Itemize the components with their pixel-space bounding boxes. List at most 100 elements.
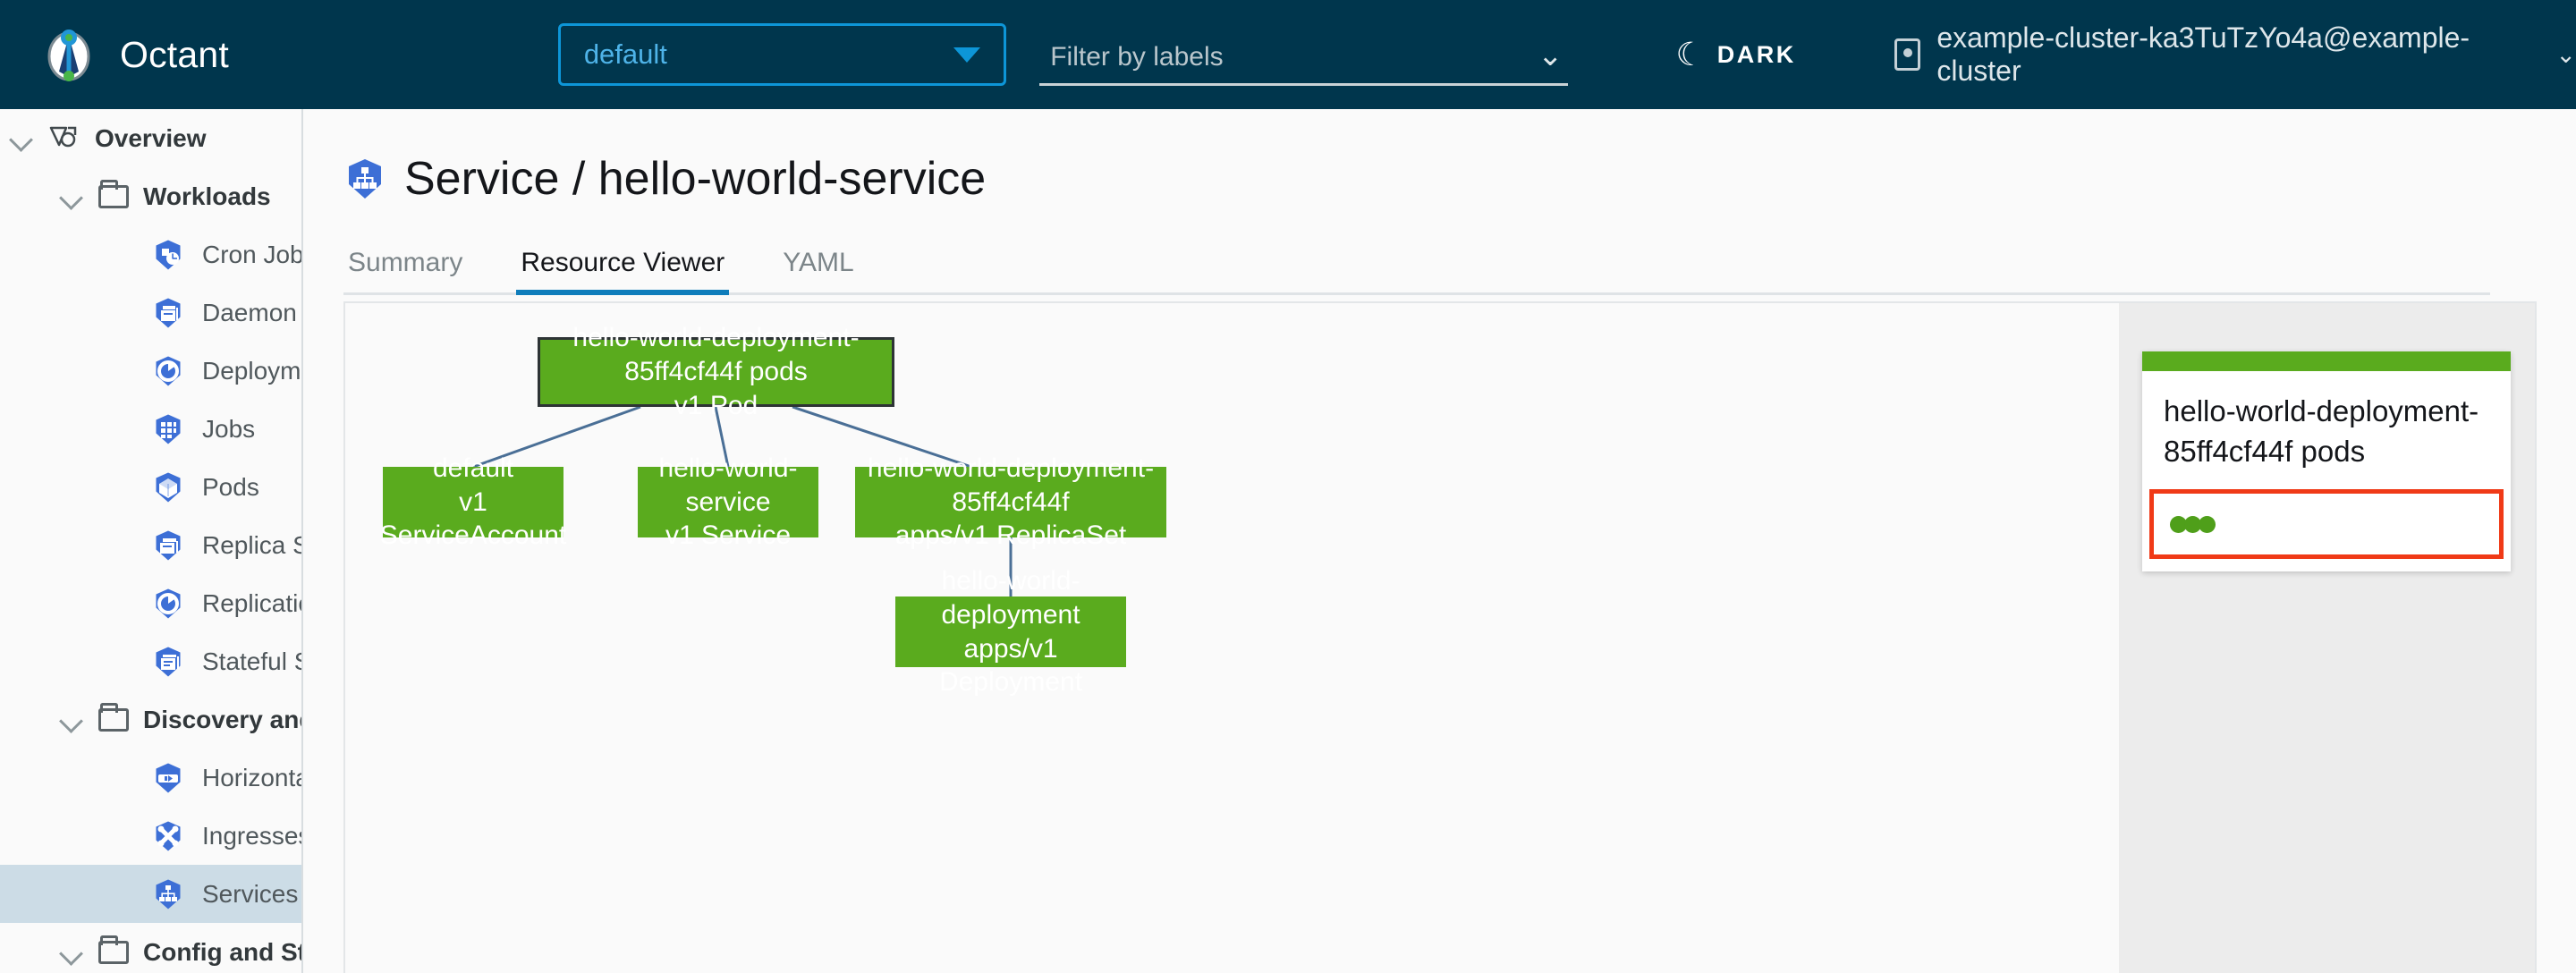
tab-resource-viewer[interactable]: Resource Viewer xyxy=(516,248,730,295)
sidebar-item-jobs[interactable]: Jobs xyxy=(0,400,301,458)
sidebar-item-label: Replication Controllers xyxy=(202,588,301,617)
graph-node-kind: v1 Pod xyxy=(674,390,758,420)
sidebar-item-label: Cron Jobs xyxy=(202,240,303,268)
graph-node-name: default xyxy=(432,453,514,483)
k8s-ingress-icon xyxy=(152,820,184,852)
status-dot[interactable] xyxy=(2170,515,2187,533)
k8s-service-icon xyxy=(343,157,386,200)
brand-name: Octant xyxy=(120,33,229,75)
k8s-deployment-icon xyxy=(152,355,184,387)
overview-icon xyxy=(48,125,80,152)
k8s-job-icon xyxy=(152,413,184,445)
chevron-down-icon[interactable] xyxy=(59,183,86,210)
k8s-hpa-icon xyxy=(152,762,184,794)
sidebar-item-label: Workloads xyxy=(143,182,271,210)
sidebar-item-stateful-sets[interactable]: Stateful Sets xyxy=(0,632,301,690)
main-content: Service / hello-world-service Summary Res… xyxy=(303,109,2576,973)
sidebar-item-label: Stateful Sets xyxy=(202,647,301,675)
chevron-down-icon: ⌄ xyxy=(2555,40,2576,68)
sidebar-item-label: Ingresses xyxy=(202,821,303,850)
detail-card-accent-bar xyxy=(2142,351,2511,371)
detail-card[interactable]: hello-world-deployment-85ff4cf44f pods xyxy=(2142,351,2511,572)
sidebar-item-label: Horizontal Pod Autoscalers xyxy=(202,763,301,791)
sidebar-item-workloads[interactable]: Workloads xyxy=(0,167,301,225)
top-bar: Octant default Filter by labels ⌄ ☾ DARK… xyxy=(0,0,2576,109)
k8s-cronjob-icon xyxy=(152,239,184,271)
tab-yaml[interactable]: YAML xyxy=(783,248,854,277)
sidebar-item-label: Discovery and Load Balancing xyxy=(143,705,301,733)
sidebar-item-cron-jobs[interactable]: Cron Jobs xyxy=(0,225,301,283)
cluster-name: example-cluster-ka3TuTzYo4a@example-clus… xyxy=(1936,21,2470,87)
sidebar-item-label: Jobs xyxy=(202,414,256,443)
graph-edges xyxy=(472,405,1013,596)
graph-node-name: hello-world-deployment-85ff4cf44f xyxy=(867,453,1155,517)
moon-icon: ☾ xyxy=(1675,36,1705,72)
detail-card-status-box[interactable] xyxy=(2149,489,2504,560)
sidebar-item-replica-sets[interactable]: Replica Sets xyxy=(0,516,301,574)
k8s-statefulset-icon xyxy=(152,646,184,678)
theme-toggle[interactable]: ☾ DARK xyxy=(1675,38,1795,71)
sidebar-item-label: Pods xyxy=(202,472,259,501)
theme-label: DARK xyxy=(1716,40,1796,68)
sidebar-item-pods[interactable]: Pods xyxy=(0,458,301,516)
sidebar-item-services[interactable]: Services xyxy=(0,865,301,923)
chevron-down-icon[interactable] xyxy=(9,125,36,152)
k8s-replicaset-icon xyxy=(152,529,184,562)
graph-node-kind: v1 Service xyxy=(665,520,792,551)
chevron-down-icon: ⌄ xyxy=(1537,38,1563,72)
folder-icon xyxy=(98,179,129,208)
sidebar-item-discovery-and-load-balancing[interactable]: Discovery and Load Balancing xyxy=(0,690,301,749)
tab-summary[interactable]: Summary xyxy=(348,248,463,277)
cluster-selector[interactable]: example-cluster-ka3TuTzYo4a@example-clus… xyxy=(1894,21,2576,88)
detail-card-title: hello-world-deployment-85ff4cf44f pods xyxy=(2164,394,2479,469)
graph-node-name: hello-world-deployment xyxy=(941,565,1080,630)
chevron-down-icon[interactable] xyxy=(59,706,86,733)
sidebar-item-label: Deployments xyxy=(202,356,301,385)
chevron-down-icon xyxy=(953,47,981,63)
sidebar-item-label: Config and Storage xyxy=(143,937,301,966)
sidebar-item-label: Replica Sets xyxy=(202,530,301,559)
k8s-pod-icon xyxy=(152,471,184,503)
brand[interactable]: Octant xyxy=(41,27,535,82)
folder-icon xyxy=(98,935,129,964)
graph-node-name: hello-world-deployment-85ff4cf44f pods xyxy=(572,323,860,387)
sidebar-item-replication-controllers[interactable]: Replication Controllers xyxy=(0,574,301,632)
graph-node-kind: apps/v1 Deployment xyxy=(938,633,1083,698)
tab-bar: Summary Resource Viewer YAML xyxy=(343,240,2490,295)
sidebar-item-deployments[interactable]: Deployments xyxy=(0,342,301,400)
sidebar-item-label: Daemon Sets xyxy=(202,298,301,326)
octant-logo-icon xyxy=(41,27,97,82)
sidebar-item-ingresses[interactable]: Ingresses xyxy=(0,807,301,865)
graph-node-kind: v1 ServiceAccount xyxy=(379,486,567,551)
detail-side-panel: hello-world-deployment-85ff4cf44f pods xyxy=(2119,303,2535,973)
k8s-daemonset-icon xyxy=(152,297,184,329)
sidebar-item-horizontal-pod-autoscalers[interactable]: Horizontal Pod Autoscalers xyxy=(0,749,301,807)
sidebar-item-daemon-sets[interactable]: Daemon Sets xyxy=(0,283,301,342)
sidebar-item-config-and-storage[interactable]: Config and Storage xyxy=(0,923,301,973)
label-filter-placeholder: Filter by labels xyxy=(1050,41,1224,72)
label-filter-input[interactable]: Filter by labels ⌄ xyxy=(1039,23,1569,86)
page-title: Service / hello-world-service xyxy=(343,152,2576,206)
chevron-down-icon[interactable] xyxy=(59,939,86,966)
sidebar-item-label: Services xyxy=(202,879,299,908)
graph-node-kind: apps/v1 ReplicaSet xyxy=(894,520,1127,551)
k8s-service-icon xyxy=(152,878,184,910)
status-dot[interactable] xyxy=(2184,515,2201,533)
status-dot[interactable] xyxy=(2199,515,2216,533)
folder-icon xyxy=(98,702,129,732)
sidebar-item-overview[interactable]: Overview xyxy=(0,109,301,167)
graph-node-name: hello-world-service xyxy=(658,453,798,517)
cluster-icon xyxy=(1894,38,1921,71)
k8s-replicationcontroller-icon xyxy=(152,588,184,620)
page-title-text: Service / hello-world-service xyxy=(404,153,987,205)
namespace-value: default xyxy=(583,38,667,70)
namespace-select[interactable]: default xyxy=(557,23,1007,86)
